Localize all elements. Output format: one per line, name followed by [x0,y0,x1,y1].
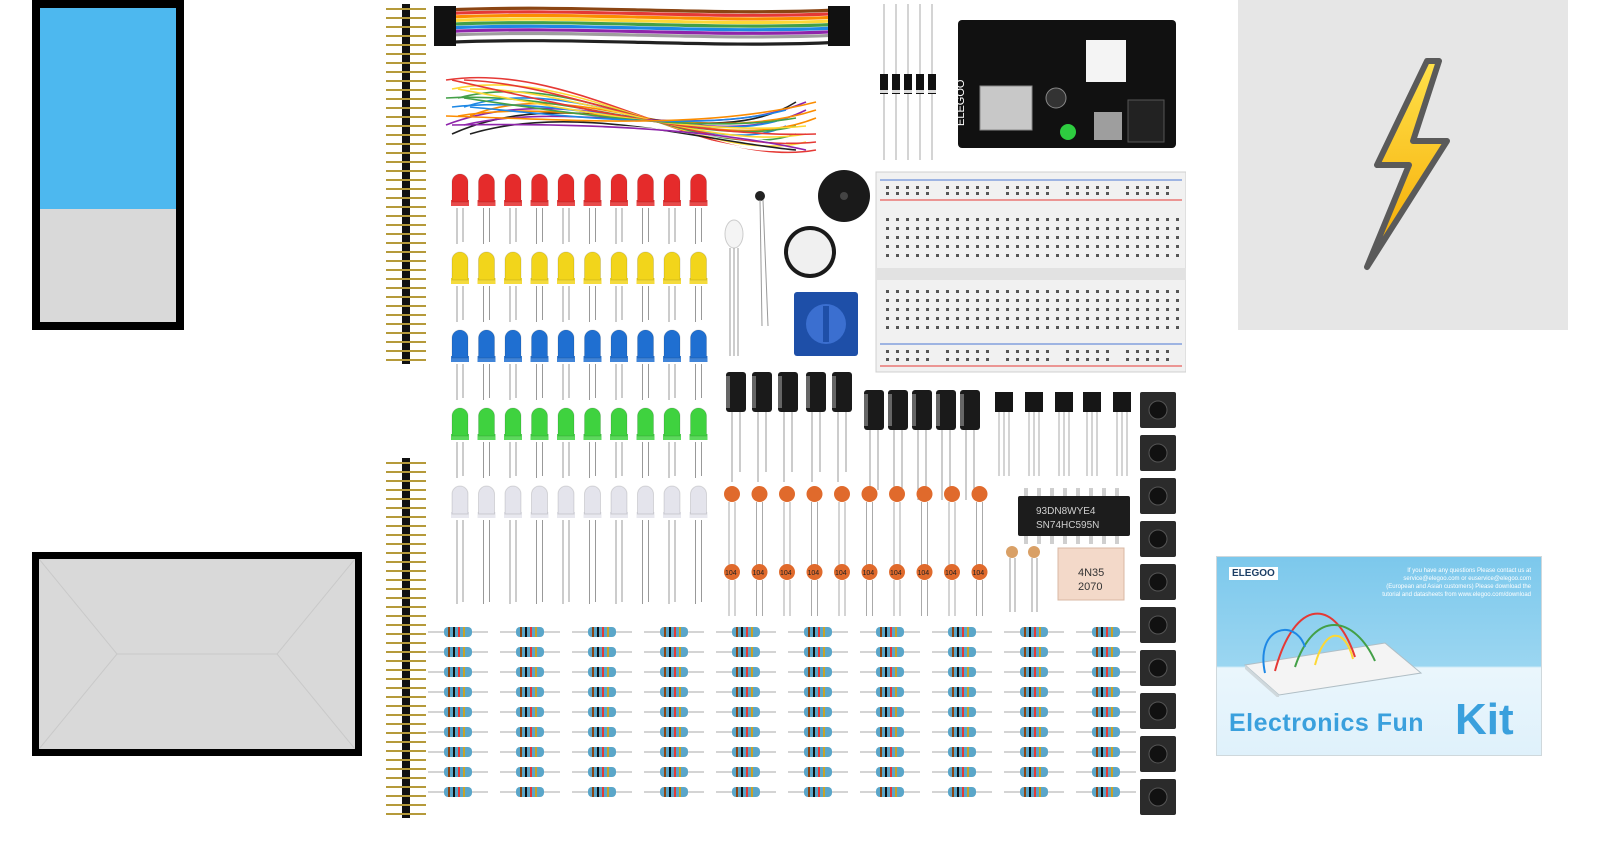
transistors [995,392,1131,476]
photoresistors [1006,546,1040,612]
ic-label-1: 93DN8WYE4 [1036,506,1096,517]
breadboard-illustration [1243,612,1423,697]
breadboard [875,171,1187,373]
envelope-icon [38,558,356,750]
diodes [880,4,936,160]
ceramic-cap-label: 104 [835,570,847,577]
power-thumbnail[interactable] [1238,0,1568,330]
ceramic-cap-label: 104 [945,570,957,577]
battery-level-fill [40,8,176,209]
ceramic-cap-label: 104 [973,570,985,577]
electrolytic-capacitors [726,372,980,500]
ceramic-cap-label: 104 [753,570,765,577]
ceramic-cap-label: 104 [725,570,737,577]
product-photo[interactable]: ELEGOO [376,0,1187,842]
ic-label-2: SN74HC595N [1036,520,1099,531]
rgb-led [724,219,744,356]
pin-header-bottom [386,458,426,818]
potentiometer [794,292,858,356]
ceramic-cap-label: 104 [780,570,792,577]
pin-header-top [386,4,426,364]
power-supply-module: ELEGOO [955,20,1176,148]
box-brand-label: ELEGOO [1229,567,1278,580]
shift-register-ic: 93DN8WYE4 SN74HC595N [1018,488,1130,544]
ceramic-cap-label: 104 [918,570,930,577]
battery-icon [40,8,176,322]
opto-label-1: 4N35 [1078,567,1104,579]
dupont-ribbon-cable [434,6,850,46]
envelope-thumbnail[interactable] [32,552,362,756]
opto-label-2: 2070 [1078,581,1102,593]
box-contact-text: If you have any questions Please contact… [1382,568,1531,598]
ceramic-cap-label: 104 [890,570,902,577]
ceramic-cap-label: 104 [863,570,875,577]
box-title: Electronics Fun [1229,709,1425,737]
box-title-kit: Kit [1455,695,1514,744]
product-box-thumbnail[interactable]: ELEGOO If you have any questions Please … [1216,556,1542,756]
push-buttons [1140,392,1176,815]
lightning-bolt-icon [1364,58,1450,270]
thermistor [755,191,769,327]
optocoupler: 4N35 2070 [1057,547,1125,601]
active-buzzer [784,226,836,278]
module-brand-label: ELEGOO [955,79,967,126]
resistors [428,627,1136,797]
battery-level-thumbnail[interactable] [32,0,184,330]
ceramic-cap-label: 104 [808,570,820,577]
ceramic-capacitors: 104 104 104 104 104 104 104 104 104 104 [724,486,988,616]
passive-buzzer [818,170,870,222]
jumper-wires [445,76,817,154]
led-grid [451,173,708,604]
